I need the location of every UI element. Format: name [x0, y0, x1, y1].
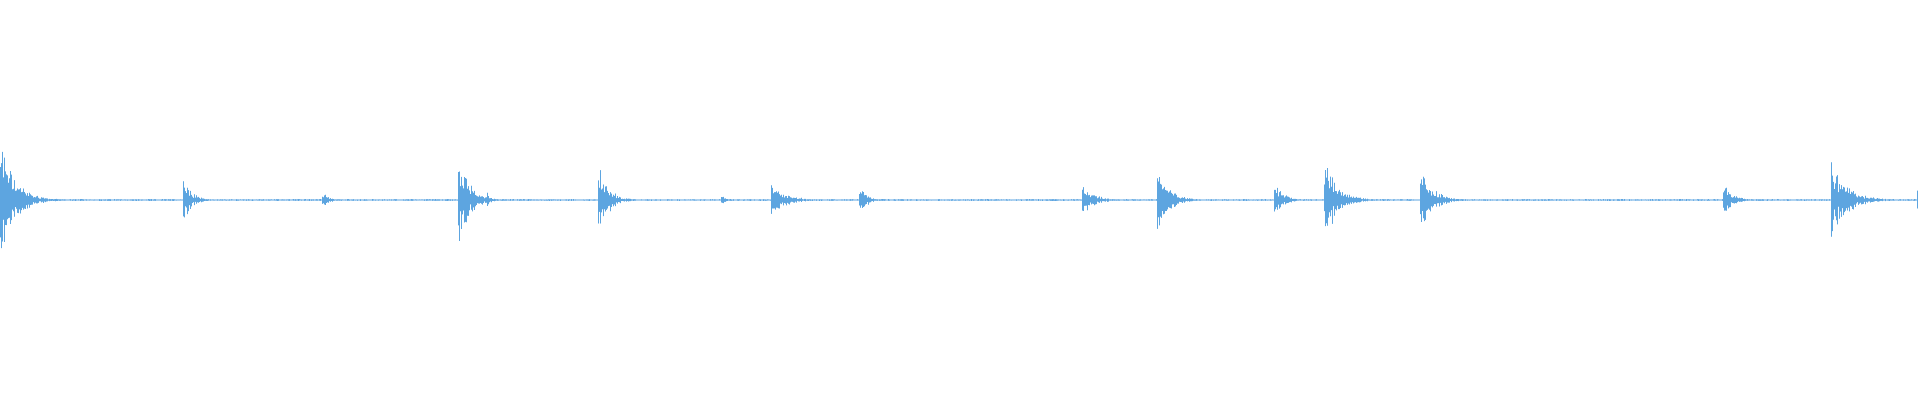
waveform-path — [0, 151, 1918, 249]
waveform-bars — [0, 151, 1918, 249]
